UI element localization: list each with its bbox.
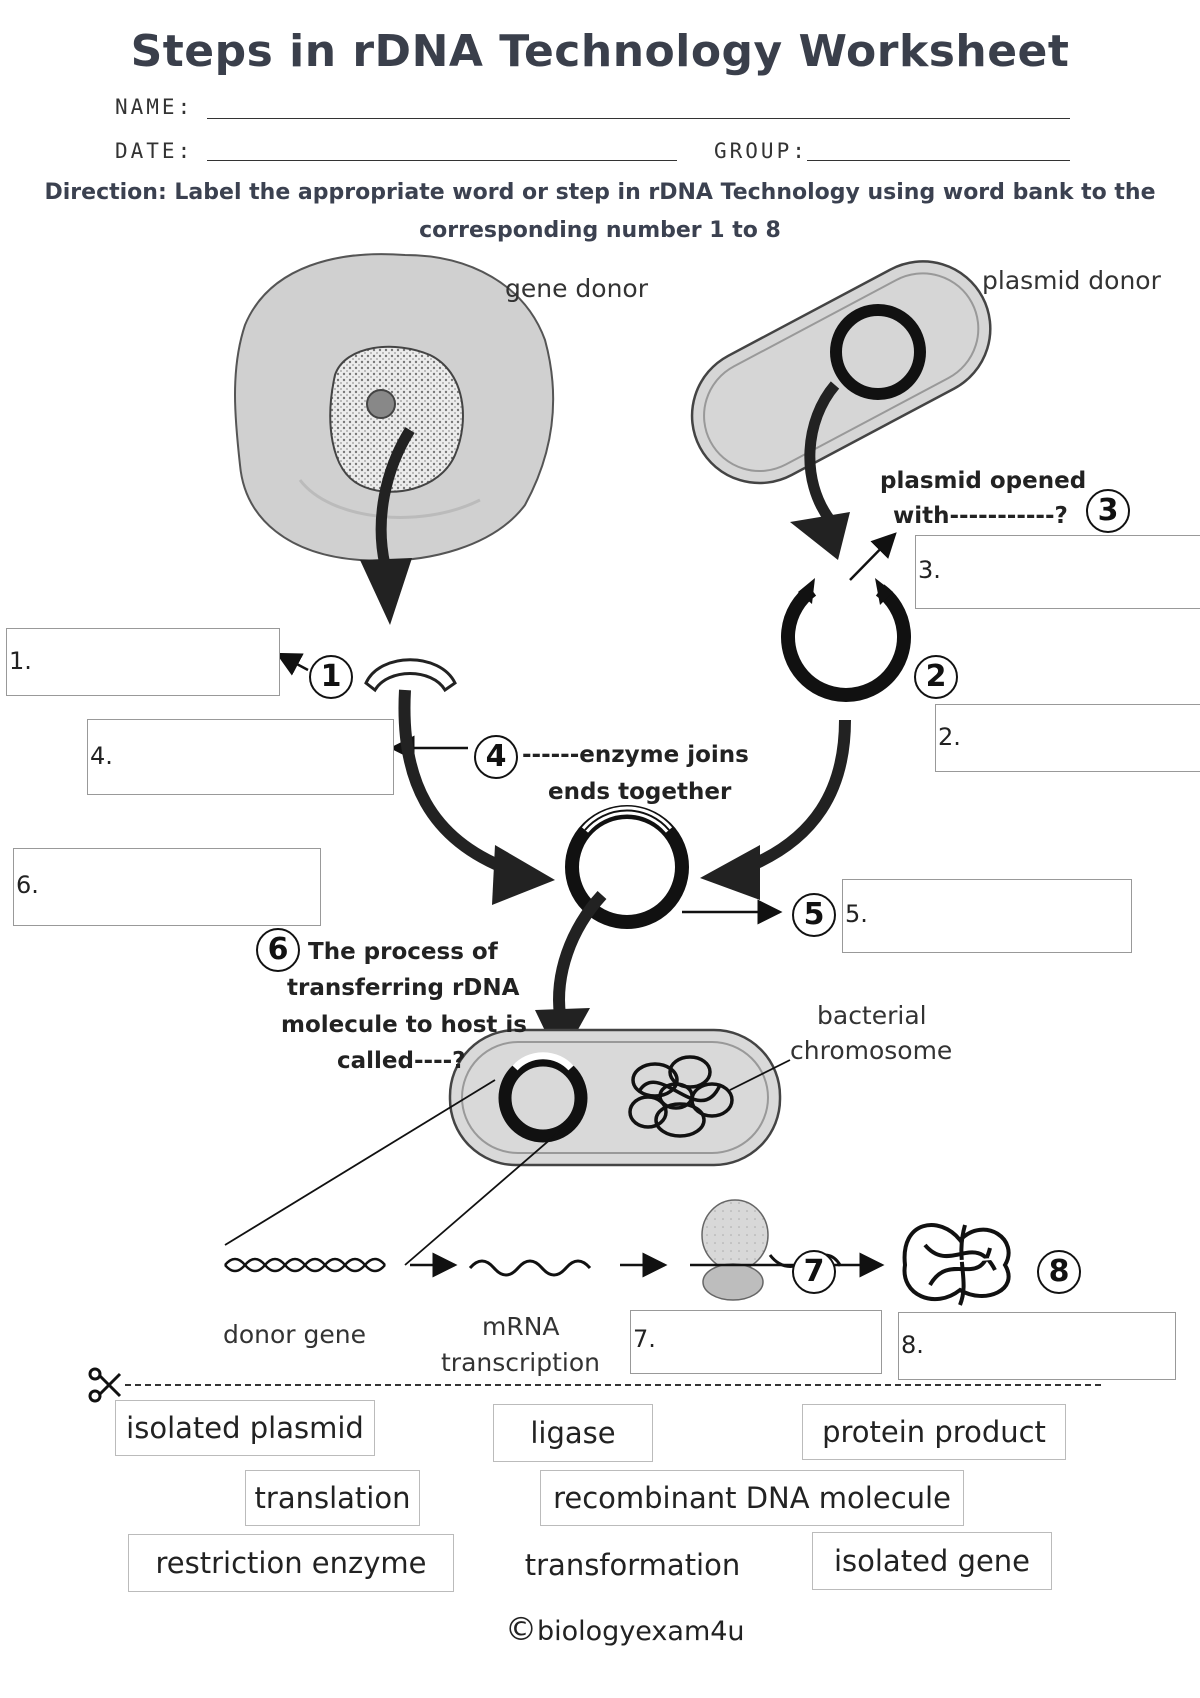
date-line[interactable] (207, 160, 677, 161)
chromosome-label: chromosome (790, 1036, 953, 1065)
worksheet-title: Steps in rDNA Technology Worksheet (130, 26, 1070, 77)
word-bank-isolated-gene[interactable]: isolated gene (812, 1532, 1052, 1590)
step-number-1: 1 (309, 655, 353, 699)
process-line-4: called----? (337, 1048, 466, 1074)
answer-box-4[interactable]: 4. (87, 719, 394, 795)
answer-box-1-label: 1. (9, 647, 32, 675)
scissors-icon (88, 1367, 122, 1403)
answer-box-2[interactable]: 2. (935, 704, 1200, 772)
step-number-6: 6 (256, 928, 300, 972)
bacterial-chromosome (628, 1055, 734, 1138)
answer-box-5-label: 5. (845, 900, 868, 928)
donor-gene-helix (224, 1257, 386, 1273)
gene-donor-label: gene donor (505, 274, 649, 303)
answer-box-3[interactable]: 3. (915, 535, 1200, 609)
ribosome (690, 1199, 842, 1301)
mrna-strand (468, 1259, 592, 1277)
plasmid-opened-label: plasmid opened (880, 468, 1087, 494)
process-line-2: transferring rDNA (287, 975, 520, 1001)
step-number-7: 7 (792, 1250, 836, 1294)
donor-plasmid (830, 304, 926, 400)
word-bank-translation[interactable]: translation (245, 1470, 420, 1526)
step-number-5: 5 (792, 893, 836, 937)
isolated-gene-fragment (364, 658, 457, 693)
group-label: GROUP: (714, 139, 808, 163)
answer-box-6[interactable]: 6. (13, 848, 321, 926)
transcription-label: transcription (441, 1348, 600, 1377)
answer-box-2-label: 2. (938, 723, 961, 751)
name-line[interactable] (207, 118, 1070, 119)
step-number-8: 8 (1037, 1250, 1081, 1294)
answer-box-4-label: 4. (90, 742, 113, 770)
word-bank-recombinant-dna-molecule[interactable]: recombinant DNA molecule (540, 1470, 964, 1526)
opened-plasmid (781, 584, 911, 702)
answer-box-8[interactable]: 8. (898, 1312, 1176, 1380)
nucleolus (366, 389, 396, 419)
group-line[interactable] (807, 160, 1070, 161)
credit: ©biologyexam4u (505, 1610, 745, 1648)
direction-text: Direction: Label the appropriate word or… (44, 180, 1156, 243)
name-label: NAME: (115, 95, 194, 119)
step-number-2: 2 (914, 655, 958, 699)
date-label: DATE: (115, 139, 194, 163)
credit-text: biologyexam4u (537, 1616, 745, 1647)
answer-box-8-label: 8. (901, 1331, 924, 1359)
answer-box-6-label: 6. (16, 871, 39, 899)
protein-tangle (902, 1223, 1011, 1306)
answer-box-7-label: 7. (633, 1325, 656, 1353)
word-bank-isolated-plasmid[interactable]: isolated plasmid (115, 1400, 375, 1456)
donor-gene-label: donor gene (223, 1320, 367, 1349)
with-question-label: with-----------? (893, 503, 1068, 529)
mrna-label: mRNA (482, 1312, 560, 1341)
word-bank-ligase[interactable]: ligase (493, 1404, 653, 1462)
bacterial-label: bacterial (817, 1001, 927, 1030)
step-number-3: 3 (1086, 489, 1130, 533)
word-bank-restriction-enzyme[interactable]: restriction enzyme (128, 1534, 454, 1592)
enzyme-joins-label: ------enzyme joins (522, 742, 749, 768)
answer-box-1[interactable]: 1. (6, 628, 280, 696)
process-line-3: molecule to host is (281, 1012, 527, 1038)
step-number-4: 4 (474, 735, 518, 779)
copyright-icon: © (505, 1610, 537, 1648)
answer-box-5[interactable]: 5. (842, 879, 1132, 953)
answer-box-3-label: 3. (918, 556, 941, 584)
nucleus (329, 345, 464, 493)
host-plasmid (498, 1053, 588, 1143)
word-bank-transformation[interactable]: transformation (500, 1536, 765, 1594)
plasmid-donor-label: plasmid donor (982, 266, 1161, 295)
answer-box-7[interactable]: 7. (630, 1310, 882, 1374)
ends-together-label: ends together (548, 779, 732, 805)
word-bank-protein-product[interactable]: protein product (802, 1404, 1066, 1460)
process-line-1: The process of (308, 939, 498, 965)
